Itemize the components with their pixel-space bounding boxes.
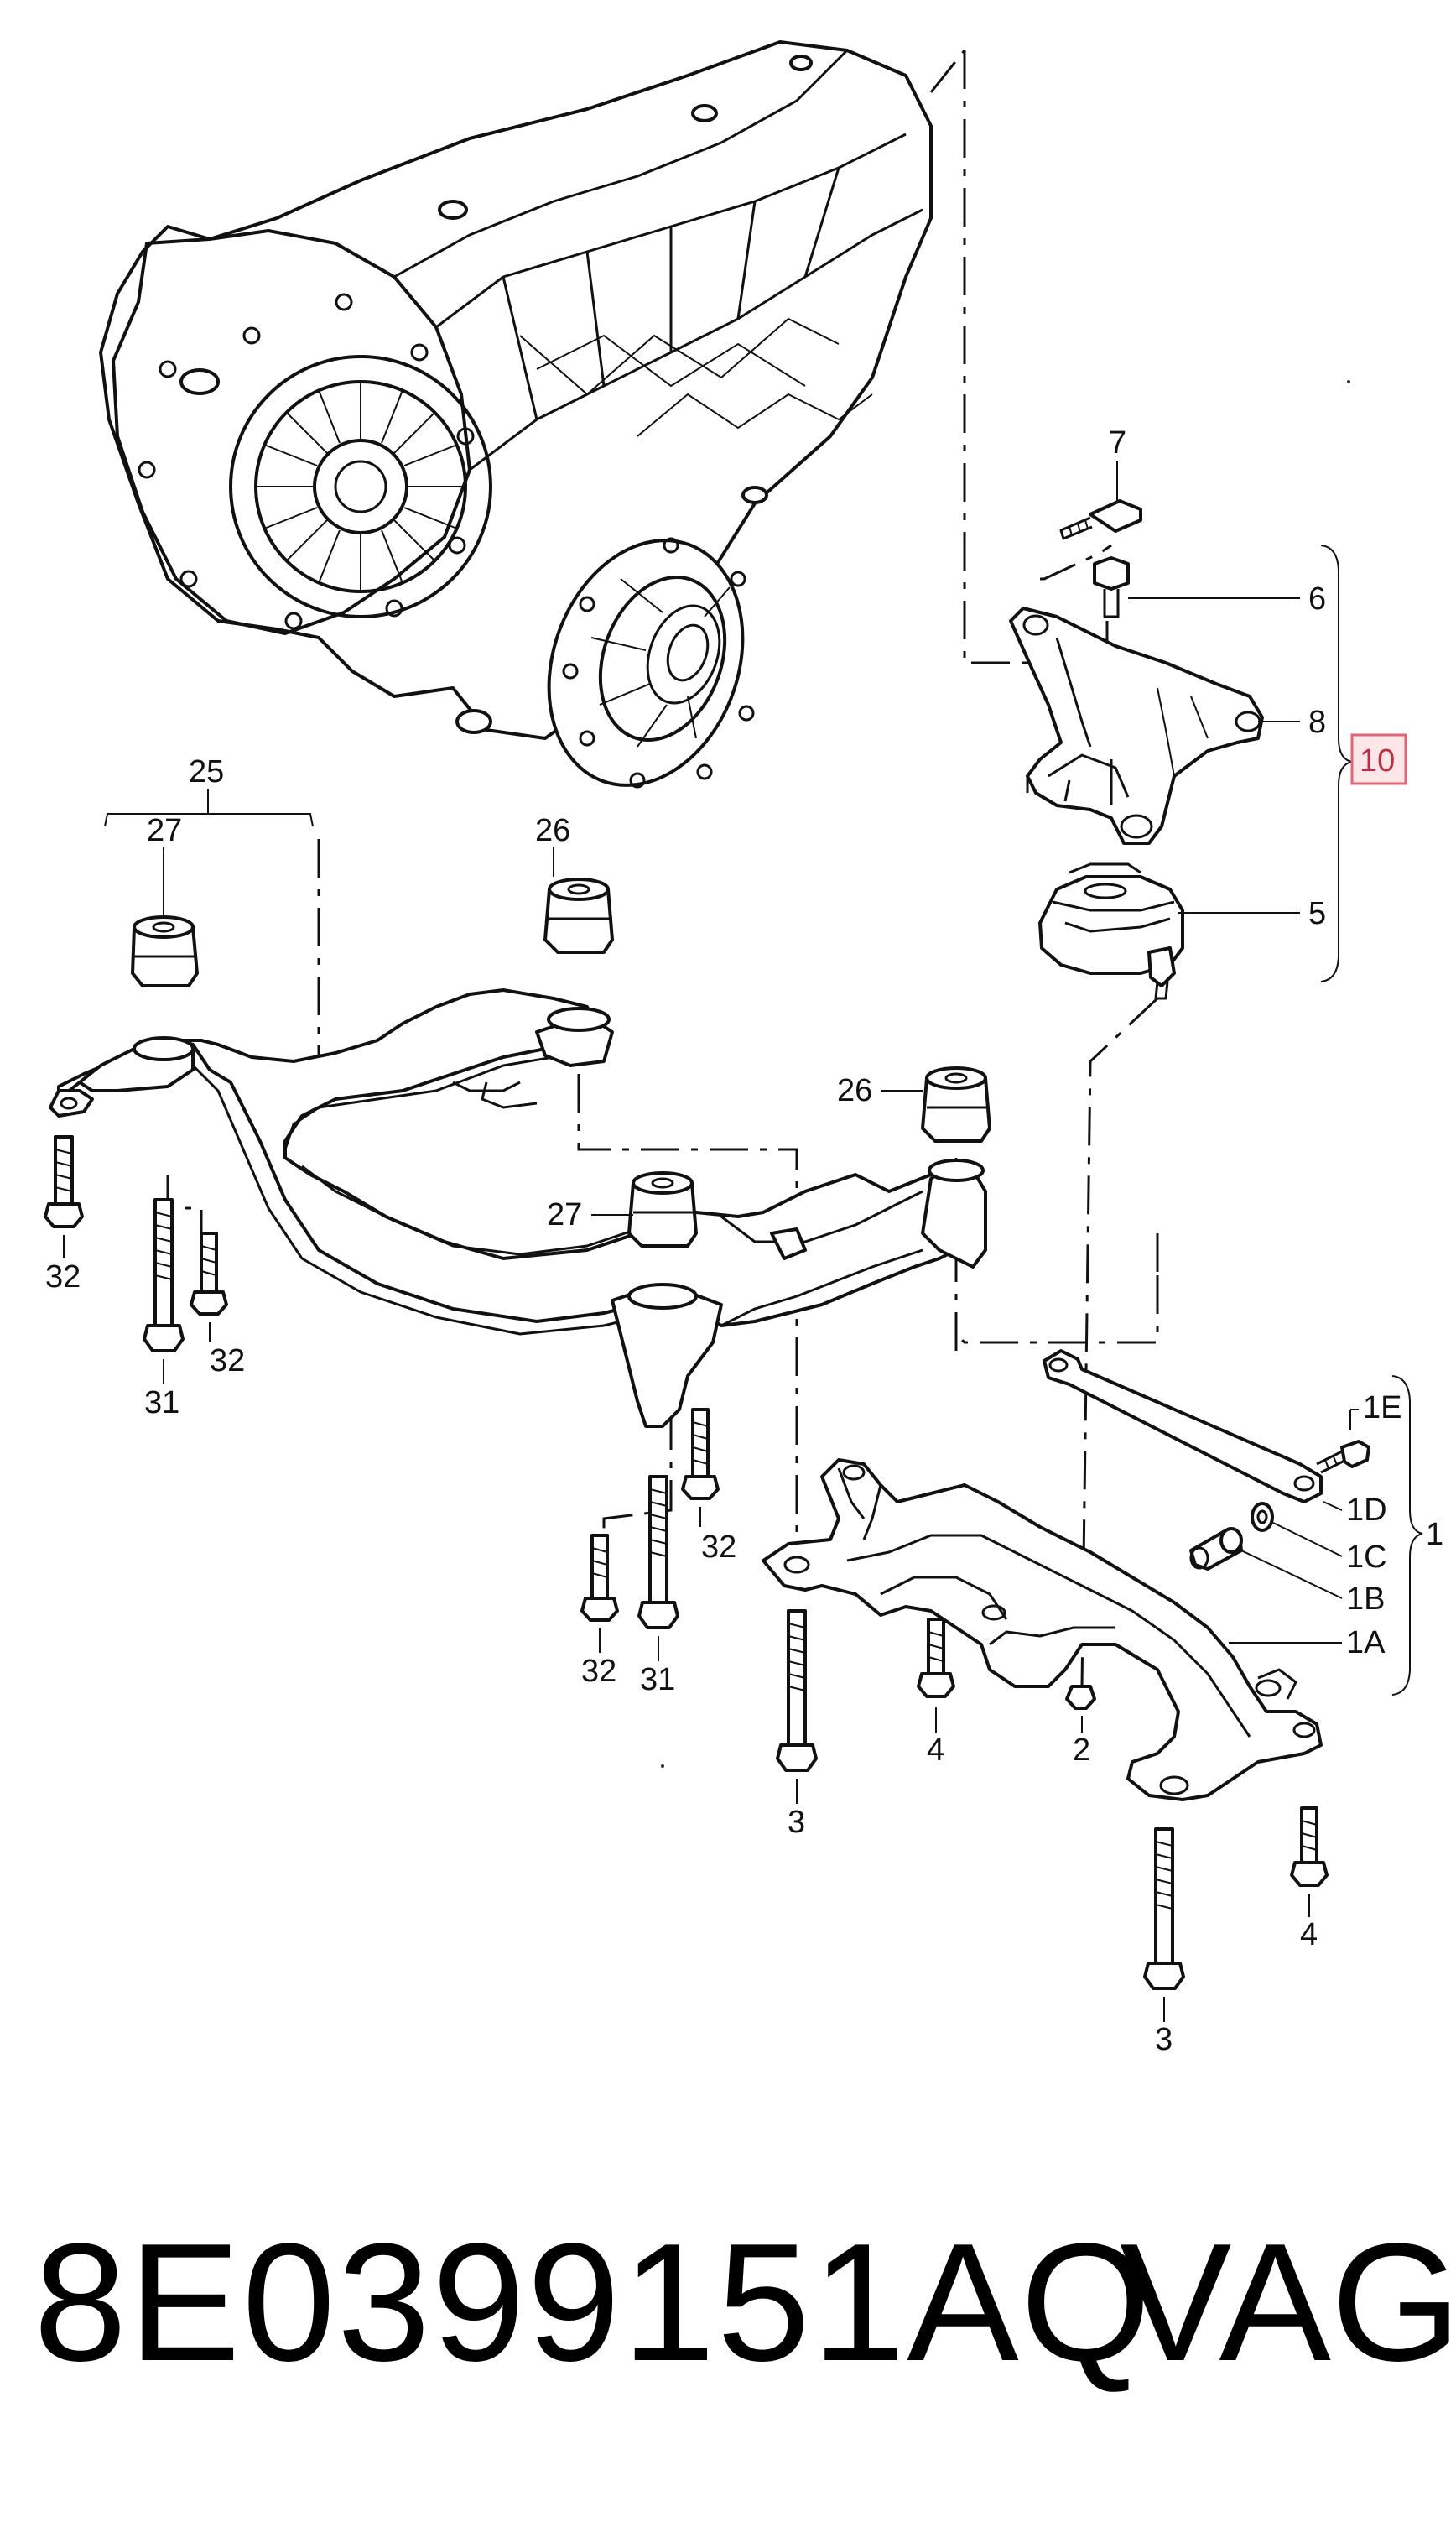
callout-5: 5	[1308, 896, 1326, 931]
callout-10-highlight[interactable]: 10	[1350, 733, 1407, 785]
callout-32: 32	[45, 1259, 81, 1295]
callout-27: 27	[547, 1197, 582, 1232]
part-number: 8E0399151AQ	[34, 2209, 1153, 2396]
callout-31: 31	[640, 1662, 675, 1697]
exploded-parts-diagram: 7 6 8 10 5 25 27 26 26 27 32 32 31 32 32…	[44, 40, 1443, 2057]
callout-1E: 1E	[1363, 1390, 1401, 1425]
rubber-mount-5	[1038, 862, 1184, 1000]
bolt-1E	[1316, 1440, 1370, 1474]
clutch-spokes	[256, 382, 465, 591]
housing-bosses	[179, 55, 813, 734]
bush-27-left	[131, 915, 199, 987]
callout-3: 3	[1155, 2022, 1173, 2057]
callout-1A: 1A	[1346, 1625, 1386, 1660]
callout-25: 25	[189, 754, 224, 789]
callout-26: 26	[837, 1073, 872, 1108]
callouts: 7 6 8 10 5 25 27 26 26 27 32 32 31 32 32…	[45, 425, 1443, 2057]
diff-bolts	[562, 537, 755, 789]
callout-32: 32	[581, 1654, 616, 1689]
bush-27-center	[627, 1171, 698, 1248]
bolts-2-3-4	[776, 1609, 1329, 1990]
bush-26-right	[921, 1066, 991, 1143]
callout-1C: 1C	[1346, 1540, 1387, 1575]
scan-dots	[661, 380, 1350, 1768]
bush-1B	[1189, 1527, 1243, 1571]
callout-6: 6	[1308, 581, 1326, 617]
callout-32: 32	[210, 1343, 245, 1378]
callout-27: 27	[147, 813, 182, 848]
bell-housing-bolts	[138, 293, 475, 630]
callout-8: 8	[1308, 705, 1326, 740]
callout-2: 2	[1073, 1733, 1090, 1768]
washer-1C	[1251, 1502, 1274, 1532]
callout-1B: 1B	[1346, 1582, 1385, 1617]
mount-bolt-7	[1059, 499, 1142, 540]
callout-7: 7	[1109, 425, 1126, 461]
subframe-25	[49, 988, 987, 1428]
callout-31: 31	[144, 1385, 179, 1420]
brand-name: VAG	[1120, 2209, 1456, 2396]
callout-4: 4	[927, 1733, 944, 1768]
bush-26-left	[543, 878, 614, 954]
callout-10: 10	[1360, 743, 1395, 779]
diff-spokes	[590, 578, 731, 748]
callout-32: 32	[701, 1529, 736, 1565]
bolts-31-32	[44, 1135, 720, 1629]
callout-1: 1	[1426, 1517, 1443, 1552]
callout-3: 3	[788, 1805, 805, 1840]
crossmember-1	[762, 1458, 1323, 1801]
mount-bracket	[1009, 607, 1264, 845]
mount-bolt-6	[1093, 556, 1130, 805]
rod-1D	[1043, 1349, 1323, 1503]
callout-1D: 1D	[1346, 1493, 1387, 1528]
callout-26: 26	[535, 813, 570, 848]
transmission-housing	[99, 40, 933, 789]
callout-4: 4	[1300, 1917, 1318, 1952]
